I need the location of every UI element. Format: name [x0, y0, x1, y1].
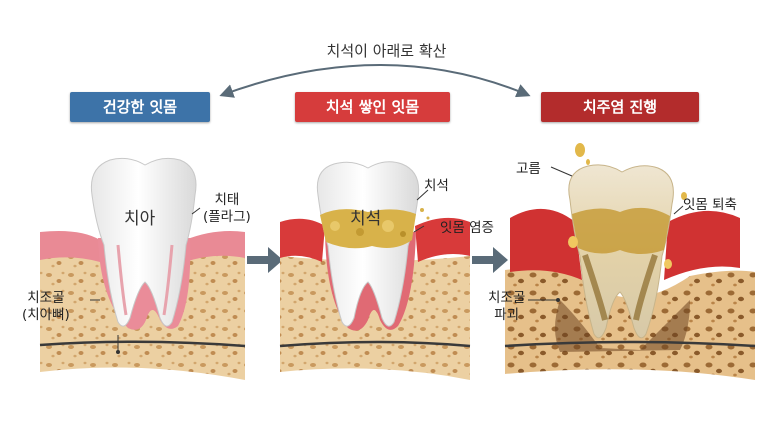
stage-badge-tartar: 치석 쌓인 잇몸: [295, 92, 450, 122]
alveolar-bone-label: 치조골 (치아뼈): [22, 290, 70, 324]
pus-drop: [575, 143, 585, 157]
stage-badge-healthy: 건강한 잇몸: [70, 92, 210, 122]
next-arrow-1: [247, 247, 283, 273]
gum-receded: [510, 208, 582, 280]
pus-label: 고름: [516, 161, 541, 177]
gum-healthy: [40, 231, 100, 262]
gum-recession-label: 잇몸 퇴축: [683, 197, 737, 213]
bone-destruction-label: 치조골 파괴: [488, 290, 525, 324]
stage-badge-periodontitis: 치주염 진행: [541, 92, 699, 122]
spread-label: 치석이 아래로 확산: [326, 42, 447, 60]
plaque-label-line1: 치태: [214, 192, 240, 208]
bone-destroyed: [505, 268, 755, 380]
bone-destruction-line2: 파괴: [494, 307, 520, 323]
panel-tartar: [279, 161, 471, 380]
panel-healthy: [39, 157, 246, 380]
tartar-deposit: [320, 209, 416, 249]
plaque-label-line2: (플라그): [203, 209, 251, 225]
alveolar-label-line2: (치아뼈): [22, 307, 70, 323]
spread-arrow: [219, 64, 531, 98]
bone-tartar: [280, 256, 470, 380]
tartar-label: 치석: [424, 178, 449, 194]
tooth-label: 치아: [124, 209, 156, 229]
next-arrow-2: [472, 247, 508, 273]
gum-inflamed: [280, 218, 325, 262]
tartar-on-tooth-label: 치석: [350, 209, 382, 229]
tooth-healthy: [90, 157, 197, 327]
gum-inflammation-label: 잇몸 염증: [440, 220, 494, 236]
panel-periodontitis: [504, 143, 756, 380]
alveolar-label-line1: 치조골: [27, 290, 65, 306]
bone-destruction-line1: 치조골: [488, 290, 526, 306]
plaque-label: 치태 (플라그): [203, 192, 251, 226]
